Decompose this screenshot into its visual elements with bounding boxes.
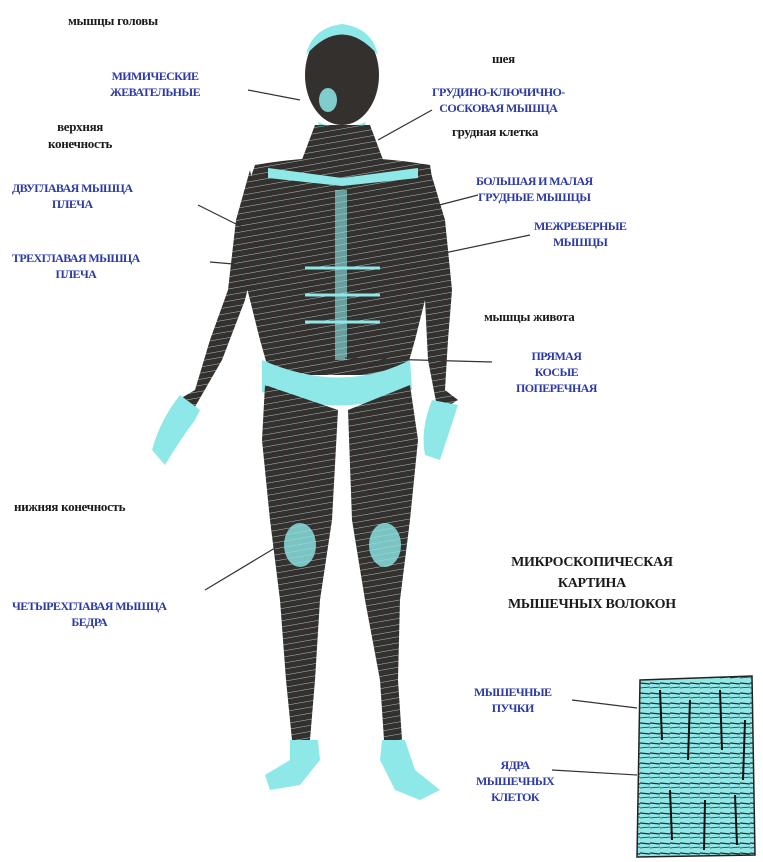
- label-upper-limb: верхняя конечность: [48, 118, 112, 152]
- label-microscopic-title: МИКРОСКОПИЧЕСКАЯ КАРТИНА МЫШЕЧНЫХ ВОЛОКО…: [508, 552, 676, 615]
- label-sternocleido-line2: СОСКОВАЯ МЫШЦА: [432, 100, 565, 116]
- label-biceps: ДВУГЛАВАЯ МЫШЦА ПЛЕЧА: [12, 180, 132, 212]
- label-abdominal-list: ПРЯМАЯ КОСЫЕ ПОПЕРЕЧНАЯ: [516, 348, 597, 396]
- left-leg: [262, 385, 338, 790]
- label-masticatory: ЖЕВАТЕЛЬНЫЕ: [110, 84, 200, 100]
- label-biceps-line1: ДВУГЛАВАЯ МЫШЦА: [12, 180, 132, 196]
- label-quadriceps-line2: БЕДРА: [12, 614, 167, 630]
- label-transverse: ПОПЕРЕЧНАЯ: [516, 380, 597, 396]
- label-sternocleido-line1: ГРУДИНО-КЛЮЧИЧНО-: [432, 84, 565, 100]
- label-neck: шея: [492, 50, 515, 67]
- label-nuclei-line1: ЯДРА: [476, 757, 554, 773]
- label-biceps-line2: ПЛЕЧА: [12, 196, 132, 212]
- label-mimic: МИМИЧЕСКИЕ: [110, 68, 200, 84]
- label-obliques: КОСЫЕ: [516, 364, 597, 380]
- label-sternocleidomastoid: ГРУДИНО-КЛЮЧИЧНО- СОСКОВАЯ МЫШЦА: [432, 84, 565, 116]
- head: [305, 24, 379, 140]
- label-nuclei-line3: КЛЕТОК: [476, 789, 554, 805]
- left-arm: [152, 170, 262, 465]
- label-pectorals: БОЛЬШАЯ И МАЛАЯ ГРУДНЫЕ МЫШЦЫ: [476, 173, 593, 205]
- label-pectorals-line2: ГРУДНЫЕ МЫШЦЫ: [476, 189, 593, 205]
- label-microscopic-line2: КАРТИНА: [508, 573, 676, 594]
- label-microscopic-line3: МЫШЕЧНЫХ ВОЛОКОН: [508, 594, 676, 615]
- torso: [238, 158, 438, 406]
- right-arm: [420, 170, 458, 460]
- label-nuclei-line2: МЫШЕЧНЫХ: [476, 773, 554, 789]
- label-bundles-line2: ПУЧКИ: [474, 700, 551, 716]
- label-abdominal: мышцы живота: [484, 308, 575, 325]
- label-face-muscles: МИМИЧЕСКИЕ ЖЕВАТЕЛЬНЫЕ: [110, 68, 200, 100]
- label-microscopic-line1: МИКРОСКОПИЧЕСКАЯ: [508, 552, 676, 573]
- label-lower-limb: нижняя конечность: [14, 498, 125, 515]
- label-chest: грудная клетка: [452, 123, 538, 140]
- label-triceps: ТРЕХГЛАВАЯ МЫШЦА ПЛЕЧА: [12, 250, 140, 282]
- label-upper-limb-line2: конечность: [48, 135, 112, 152]
- label-cell-nuclei: ЯДРА МЫШЕЧНЫХ КЛЕТОК: [476, 757, 554, 805]
- label-quadriceps-line1: ЧЕТЫРЕХГЛАВАЯ МЫШЦА: [12, 598, 167, 614]
- label-intercostal-line1: МЕЖРЕБЕРНЫЕ: [534, 218, 626, 234]
- label-pectorals-line1: БОЛЬШАЯ И МАЛАЯ: [476, 173, 593, 189]
- label-intercostal: МЕЖРЕБЕРНЫЕ МЫШЦЫ: [534, 218, 626, 250]
- label-head-muscles: мышцы головы: [68, 12, 158, 29]
- label-quadriceps: ЧЕТЫРЕХГЛАВАЯ МЫШЦА БЕДРА: [12, 598, 167, 630]
- label-muscle-bundles: МЫШЕЧНЫЕ ПУЧКИ: [474, 684, 551, 716]
- microscopic-fibers-inset: [637, 676, 755, 857]
- label-triceps-line1: ТРЕХГЛАВАЯ МЫШЦА: [12, 250, 140, 266]
- label-bundles-line1: МЫШЕЧНЫЕ: [474, 684, 551, 700]
- label-intercostal-line2: МЫШЦЫ: [534, 234, 626, 250]
- label-triceps-line2: ПЛЕЧА: [12, 266, 140, 282]
- label-rectus: ПРЯМАЯ: [516, 348, 597, 364]
- label-upper-limb-line1: верхняя: [48, 118, 112, 135]
